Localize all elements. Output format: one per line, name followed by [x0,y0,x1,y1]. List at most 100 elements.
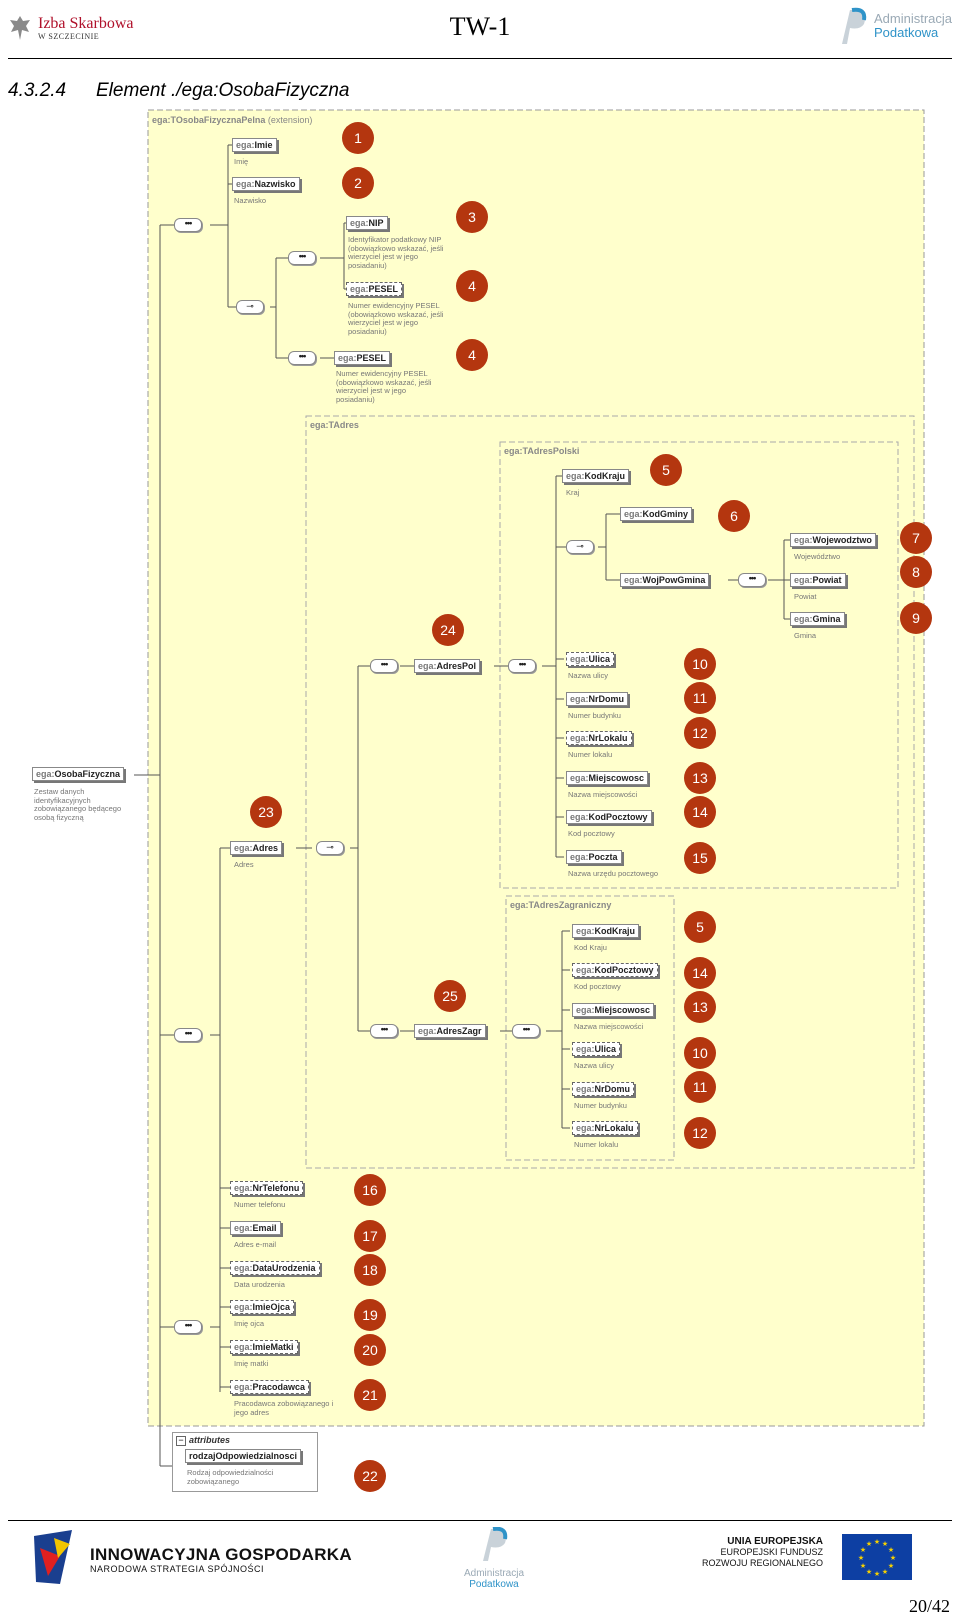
element-zagr-nrdomu-desc: Numer budynku [574,1101,627,1110]
element-kodgminy[interactable]: ega:KodGminy [620,507,693,521]
element-nrdomu-desc: Numer budynku [568,711,621,720]
element-adreszagr[interactable]: ega:AdresZagr [414,1024,486,1038]
element-nip[interactable]: ega:NIP [346,216,388,230]
badge: 16 [354,1174,386,1206]
element-dataurodzenia[interactable]: ega:DataUrodzenia [230,1261,320,1275]
element-pracodawca[interactable]: ega:Pracodawca [230,1380,310,1394]
sequence-compositor: ••• [288,351,316,365]
svg-text:★: ★ [874,1570,880,1578]
ap-logo-line1: Administracja [873,11,952,26]
element-adrespol[interactable]: ega:AdresPol [414,659,481,673]
element-nrtelefonu[interactable]: ega:NrTelefonu [230,1181,304,1195]
innowacyjna-gospodarka-title: INNOWACYJNA GOSPODARKA [90,1545,352,1564]
badge: 3 [456,201,488,233]
svg-text:★: ★ [888,1562,894,1570]
badge: 4 [456,270,488,302]
svg-text:★: ★ [874,1538,880,1546]
element-gmina[interactable]: ega:Gmina [790,612,845,626]
ap-emblem-icon [483,1526,508,1561]
element-zagr-ulica[interactable]: ega:Ulica [572,1042,621,1056]
element-zagr-kodpocztowy-desc: Kod pocztowy [574,982,621,991]
badge: 1 [342,122,374,154]
element-email[interactable]: ega:Email [230,1221,281,1235]
element-zagr-kodkraju-desc: Kod Kraju [574,943,607,952]
element-dataurodzenia-desc: Data urodzenia [234,1280,285,1289]
element-kodpocztowy-desc: Kod pocztowy [568,829,615,838]
svg-text:★: ★ [860,1562,866,1570]
element-kodpocztowy[interactable]: ega:KodPocztowy [566,810,652,824]
collapse-icon[interactable]: − [176,1436,186,1446]
sequence-compositor: ••• [508,659,536,673]
badge: 12 [684,1117,716,1149]
attribute-rodzajodpowiedzialnosci[interactable]: rodzajOdpowiedzialnosci [185,1449,302,1463]
badge: 8 [900,556,932,588]
element-imiematki[interactable]: ega:ImieMatki [230,1340,298,1354]
badge: 12 [684,717,716,749]
element-adres[interactable]: ega:Adres [230,841,283,855]
badge: 20 [354,1334,386,1366]
badge: 13 [684,762,716,794]
element-nrlokalu[interactable]: ega:NrLokalu [566,731,632,745]
element-pesel-optional-desc: Numer ewidencyjny PESEL (obowiązkowo wsk… [348,301,444,336]
element-zagr-kodpocztowy[interactable]: ega:KodPocztowy [572,963,658,977]
badge: 15 [684,842,716,874]
ap-emblem-icon [841,7,867,44]
element-wojewodztwo[interactable]: ega:Wojewodztwo [790,533,876,547]
element-nrdomu[interactable]: ega:NrDomu [566,692,629,706]
sequence-compositor: ••• [174,1028,202,1042]
element-imie-desc: Imię [234,157,249,166]
element-gmina-desc: Gmina [794,631,817,640]
badge: 9 [900,602,932,634]
element-zagr-nrlokalu[interactable]: ega:NrLokalu [572,1121,638,1135]
svg-text:★: ★ [866,1540,872,1548]
element-adres-desc: Adres [234,860,254,869]
element-zagr-kodkraju[interactable]: ega:KodKraju [572,924,640,938]
element-wojewodztwo-desc: Województwo [794,552,841,561]
element-wojpowgmina[interactable]: ega:WojPowGmina [620,573,710,587]
badge: 7 [900,522,932,554]
sequence-compositor: ••• [370,1024,398,1038]
element-osobafizyczna[interactable]: ega:OsobaFizyczna [32,767,125,781]
izba-logo-line2: W SZCZECINIE [38,31,100,41]
element-miejscowosc[interactable]: ega:Miejscowosc [566,771,649,785]
badge: 14 [684,796,716,828]
element-imie[interactable]: ega:Imie [232,138,277,152]
badge: 6 [718,500,750,532]
eu-flag-icon: ★★★★ ★★★★ ★★★★ [842,1534,912,1580]
badge: 4 [456,339,488,371]
badge: 5 [650,454,682,486]
element-nrlokalu-desc: Numer lokalu [568,750,613,759]
element-poczta[interactable]: ega:Poczta [566,850,622,864]
document-title: TW-1 [449,12,511,41]
element-kodkraju[interactable]: ega:KodKraju [562,469,630,483]
element-zagr-miejscowosc-desc: Nazwa miejscowości [574,1022,644,1031]
badge: 23 [250,796,282,828]
element-ulica[interactable]: ega:Ulica [566,652,615,666]
sequence-compositor: ••• [370,659,398,673]
badge: 25 [434,980,466,1012]
sequence-compositor: ••• [174,218,202,232]
element-powiat[interactable]: ega:Powiat [790,573,846,587]
element-imieojca[interactable]: ega:ImieOjca [230,1300,295,1314]
type-label-tadreszagraniczny: ega:TAdresZagraniczny [510,900,612,910]
element-pracodawca-desc: Pracodawca zobowiązanego i jego adres [234,1399,334,1417]
type-label-tadrespolski: ega:TAdresPolski [504,446,580,456]
type-label-tadres: ega:TAdres [310,420,359,430]
sequence-compositor: ••• [288,251,316,265]
element-nrtelefonu-desc: Numer telefonu [234,1200,286,1209]
element-zagr-miejscowosc[interactable]: ega:Miejscowosc [572,1003,655,1017]
badge: 24 [432,614,464,646]
element-nazwisko[interactable]: ega:Nazwisko [232,177,300,191]
element-pesel[interactable]: ega:PESEL [334,351,391,365]
badge: 17 [354,1220,386,1252]
element-nazwisko-desc: Nazwisko [234,196,267,205]
element-imieojca-desc: Imię ojca [234,1319,265,1328]
svg-text:★: ★ [882,1568,888,1576]
badge: 5 [684,911,716,943]
footer-rule [8,1520,952,1521]
svg-text:★: ★ [866,1568,872,1576]
element-zagr-nrdomu[interactable]: ega:NrDomu [572,1082,635,1096]
element-pesel-optional[interactable]: ega:PESEL [346,282,403,296]
innowacyjna-gospodarka-emblem-icon [34,1530,72,1584]
izba-skarbowa-logo: Izba Skarbowa W SZCZECINIE [8,14,134,42]
